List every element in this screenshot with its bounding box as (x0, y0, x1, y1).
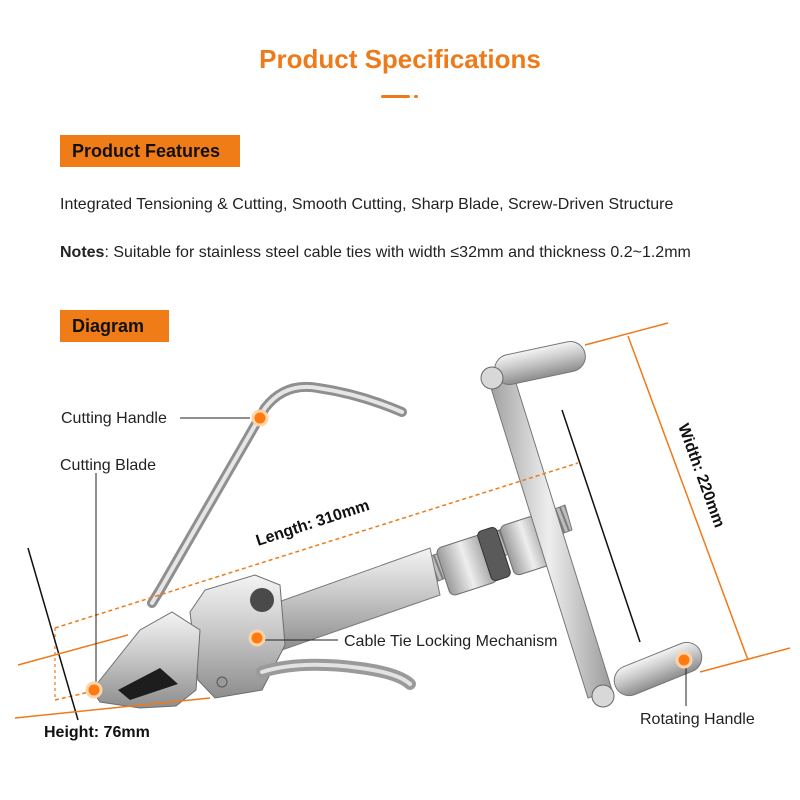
length-dashed-upper (54, 462, 579, 629)
notes-line: Notes: Suitable for stainless steel cabl… (60, 244, 691, 262)
cutting-handle-rod (147, 382, 407, 608)
locking-mechanism-marker (248, 629, 266, 647)
page-title: Product Specifications (259, 44, 541, 74)
locking-mechanism-label: Cable Tie Locking Mechanism (344, 633, 557, 650)
width-top-tick (584, 322, 669, 346)
notes-label: Notes (60, 244, 105, 261)
cutting-blade-label: Cutting Blade (60, 457, 156, 474)
rotating-handle-label: Rotating Handle (640, 711, 755, 728)
rotating-handle-marker (675, 651, 693, 669)
notes-text: : Suitable for stainless steel cable tie… (104, 244, 691, 261)
cutting-blade-marker (85, 681, 103, 699)
width-dimension-label: Width: 220mm (674, 422, 727, 530)
product-features-badge: Product Features (60, 135, 240, 167)
width-line (627, 335, 749, 661)
base-line-upper (17, 634, 129, 666)
cutting-handle-marker (251, 409, 269, 427)
jaw-slot (118, 668, 178, 700)
cable-tie-tool (91, 341, 703, 709)
callouts (85, 409, 693, 706)
height-line-right (561, 409, 641, 643)
dimension-lines (14, 322, 791, 721)
title-underline (381, 95, 410, 98)
length-dimension-label: Length: 310mm (254, 497, 372, 550)
diagram-badge: Diagram (60, 310, 169, 342)
cutting-handle-label: Cutting Handle (61, 410, 167, 427)
features-description: Integrated Tensioning & Cutting, Smooth … (60, 196, 674, 213)
height-line-left (27, 547, 79, 721)
width-bottom-tick (699, 647, 791, 673)
title-underline-dot (414, 95, 418, 98)
base-line-lower (14, 697, 211, 719)
top-grip (494, 341, 586, 385)
bottom-grip (613, 641, 703, 697)
height-dimension-label: Height: 76mm (44, 724, 150, 741)
